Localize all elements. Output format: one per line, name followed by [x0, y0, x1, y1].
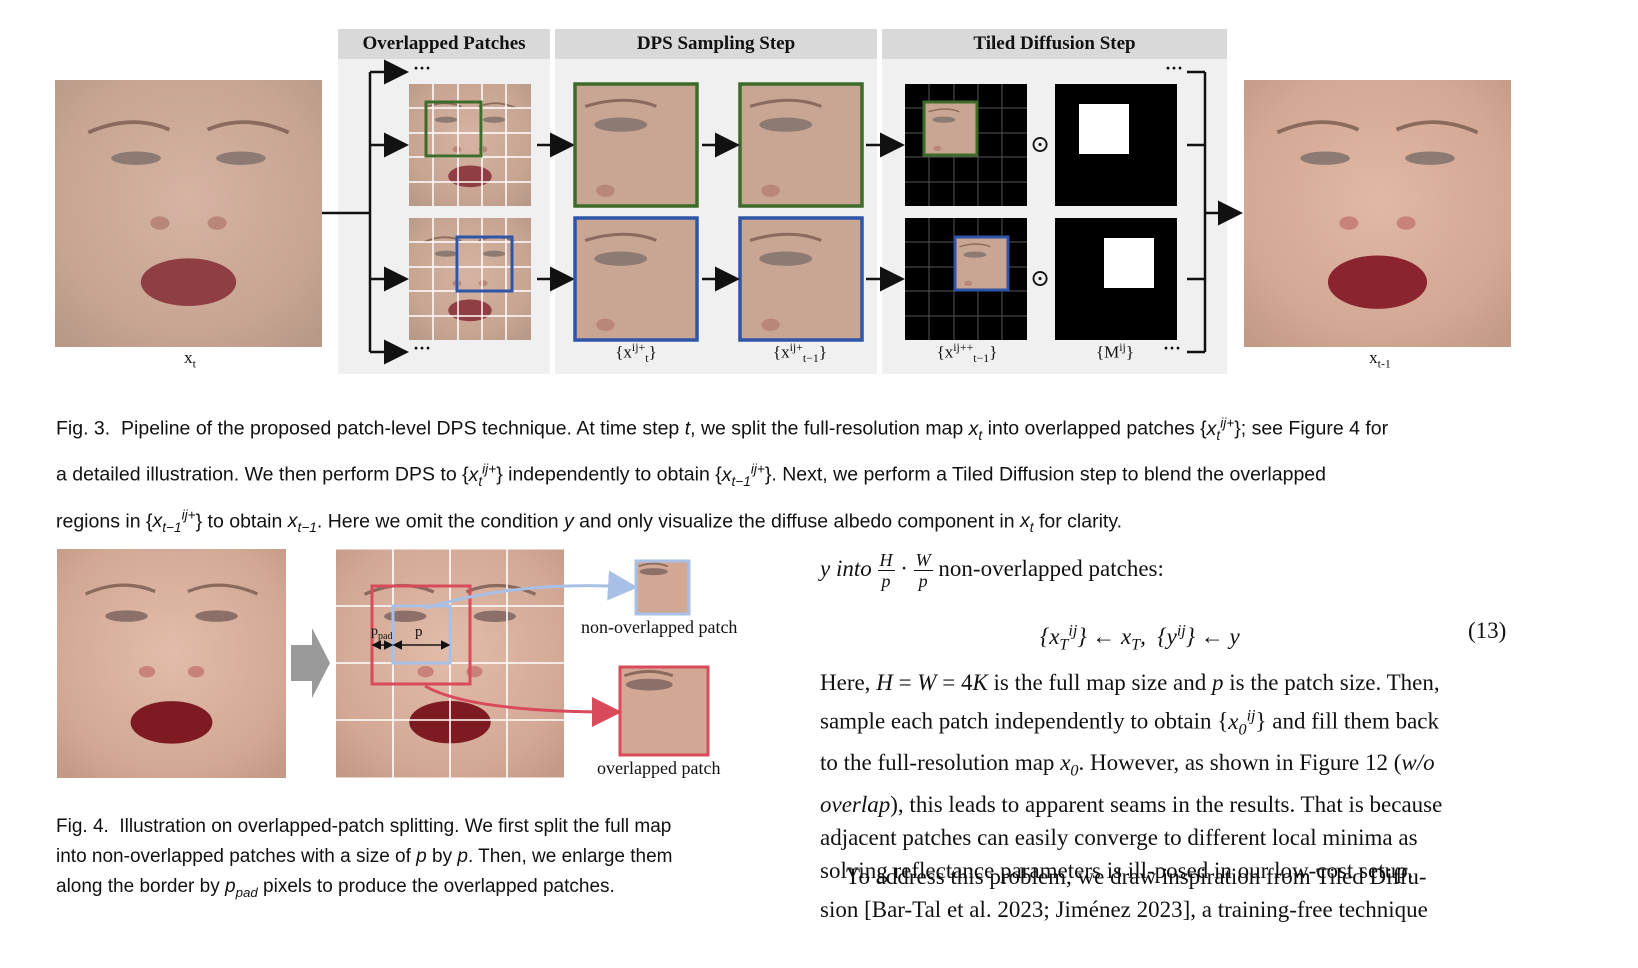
face-xt-minus-1-image: [1244, 80, 1511, 347]
odot-top: ⊙: [1030, 132, 1051, 158]
equation-number: (13): [1468, 618, 1507, 643]
label-ppad: ppad: [371, 624, 393, 642]
label-overlapped-patch: overlapped patch: [597, 758, 721, 778]
label-xt-minus-1: xt-1: [1369, 348, 1391, 371]
para2-line-2: sion [Bar-Tal et al. 2023; Jiménez 2023]…: [820, 897, 1428, 922]
para1-line-6: solving reflectance parameters is ill-po…: [820, 857, 1414, 883]
fig3-caption-line-3: regions in {xt−1ij+} to obtain xt−1. Her…: [56, 507, 1123, 536]
odot-bottom: ⊙: [1030, 266, 1051, 292]
fig3-caption-line-2: a detailed illustration. We then perform…: [56, 461, 1326, 489]
fig4-caption: Fig. 4. Illustration on overlapped-patch…: [56, 812, 756, 908]
paragraph-2: To address this problem, we draw inspira…: [820, 860, 1518, 926]
header-tiled-diffusion: Tiled Diffusion Step: [882, 29, 1227, 59]
fig3-caption-line-1: Fig. 3. Pipeline of the proposed patch-l…: [56, 415, 1389, 443]
label-mask: {Mij}: [1095, 340, 1135, 362]
grid-thumb-top: [409, 84, 531, 206]
figure-4-graphics: [57, 549, 710, 778]
figure-3-graphics: [55, 59, 1511, 365]
ellipsis-bottom-right: ···: [1163, 338, 1182, 358]
label-patches-t-minus-1: {xij+t−1}: [772, 340, 828, 366]
para1-line-5: adjacent patches can easily converge to …: [820, 824, 1418, 850]
ellipsis-top-left: ···: [413, 58, 432, 78]
fig4-caption-line-1: Fig. 4. Illustration on overlapped-patch…: [56, 816, 672, 837]
label-p: p: [415, 624, 423, 640]
ellipsis-top-right: ···: [1165, 58, 1184, 78]
para1-line-1: Here, H = W = 4K is the full map size an…: [820, 670, 1440, 695]
fig4-caption-line-3: along the border by ppad pixels to produ…: [56, 876, 615, 900]
ellipsis-bottom-left: ···: [413, 338, 432, 358]
header-dps-sampling: DPS Sampling Step: [555, 29, 877, 59]
face-xt-image: [55, 80, 322, 347]
para1-line-4: overlap), this leads to apparent seams i…: [820, 791, 1443, 817]
label-xt: xt: [184, 348, 196, 371]
label-non-overlapped-patch: non-overlapped patch: [581, 617, 738, 637]
fig3-caption: Fig. 3. Pipeline of the proposed patch-l…: [56, 406, 1518, 545]
para1-line-3: to the full-resolution map x0. However, …: [820, 750, 1435, 780]
label-patches-t: {xij+t}: [615, 340, 657, 366]
label-patches-tiled: {xij++t−1}: [936, 340, 998, 366]
para1-line-2: sample each patch independently to obtai…: [820, 707, 1439, 739]
header-overlapped-patches: Overlapped Patches: [338, 29, 550, 59]
paragraph-1: Here, H = W = 4K is the full map size an…: [820, 666, 1518, 887]
fig4-caption-line-2: into non-overlapped patches with a size …: [56, 846, 673, 867]
para2-line-1: To address this problem, we draw inspira…: [846, 864, 1427, 889]
grid-thumb-bottom: [409, 218, 531, 340]
equation-13: {xTij} ← xT, {yij} ← y: [1040, 622, 1240, 654]
